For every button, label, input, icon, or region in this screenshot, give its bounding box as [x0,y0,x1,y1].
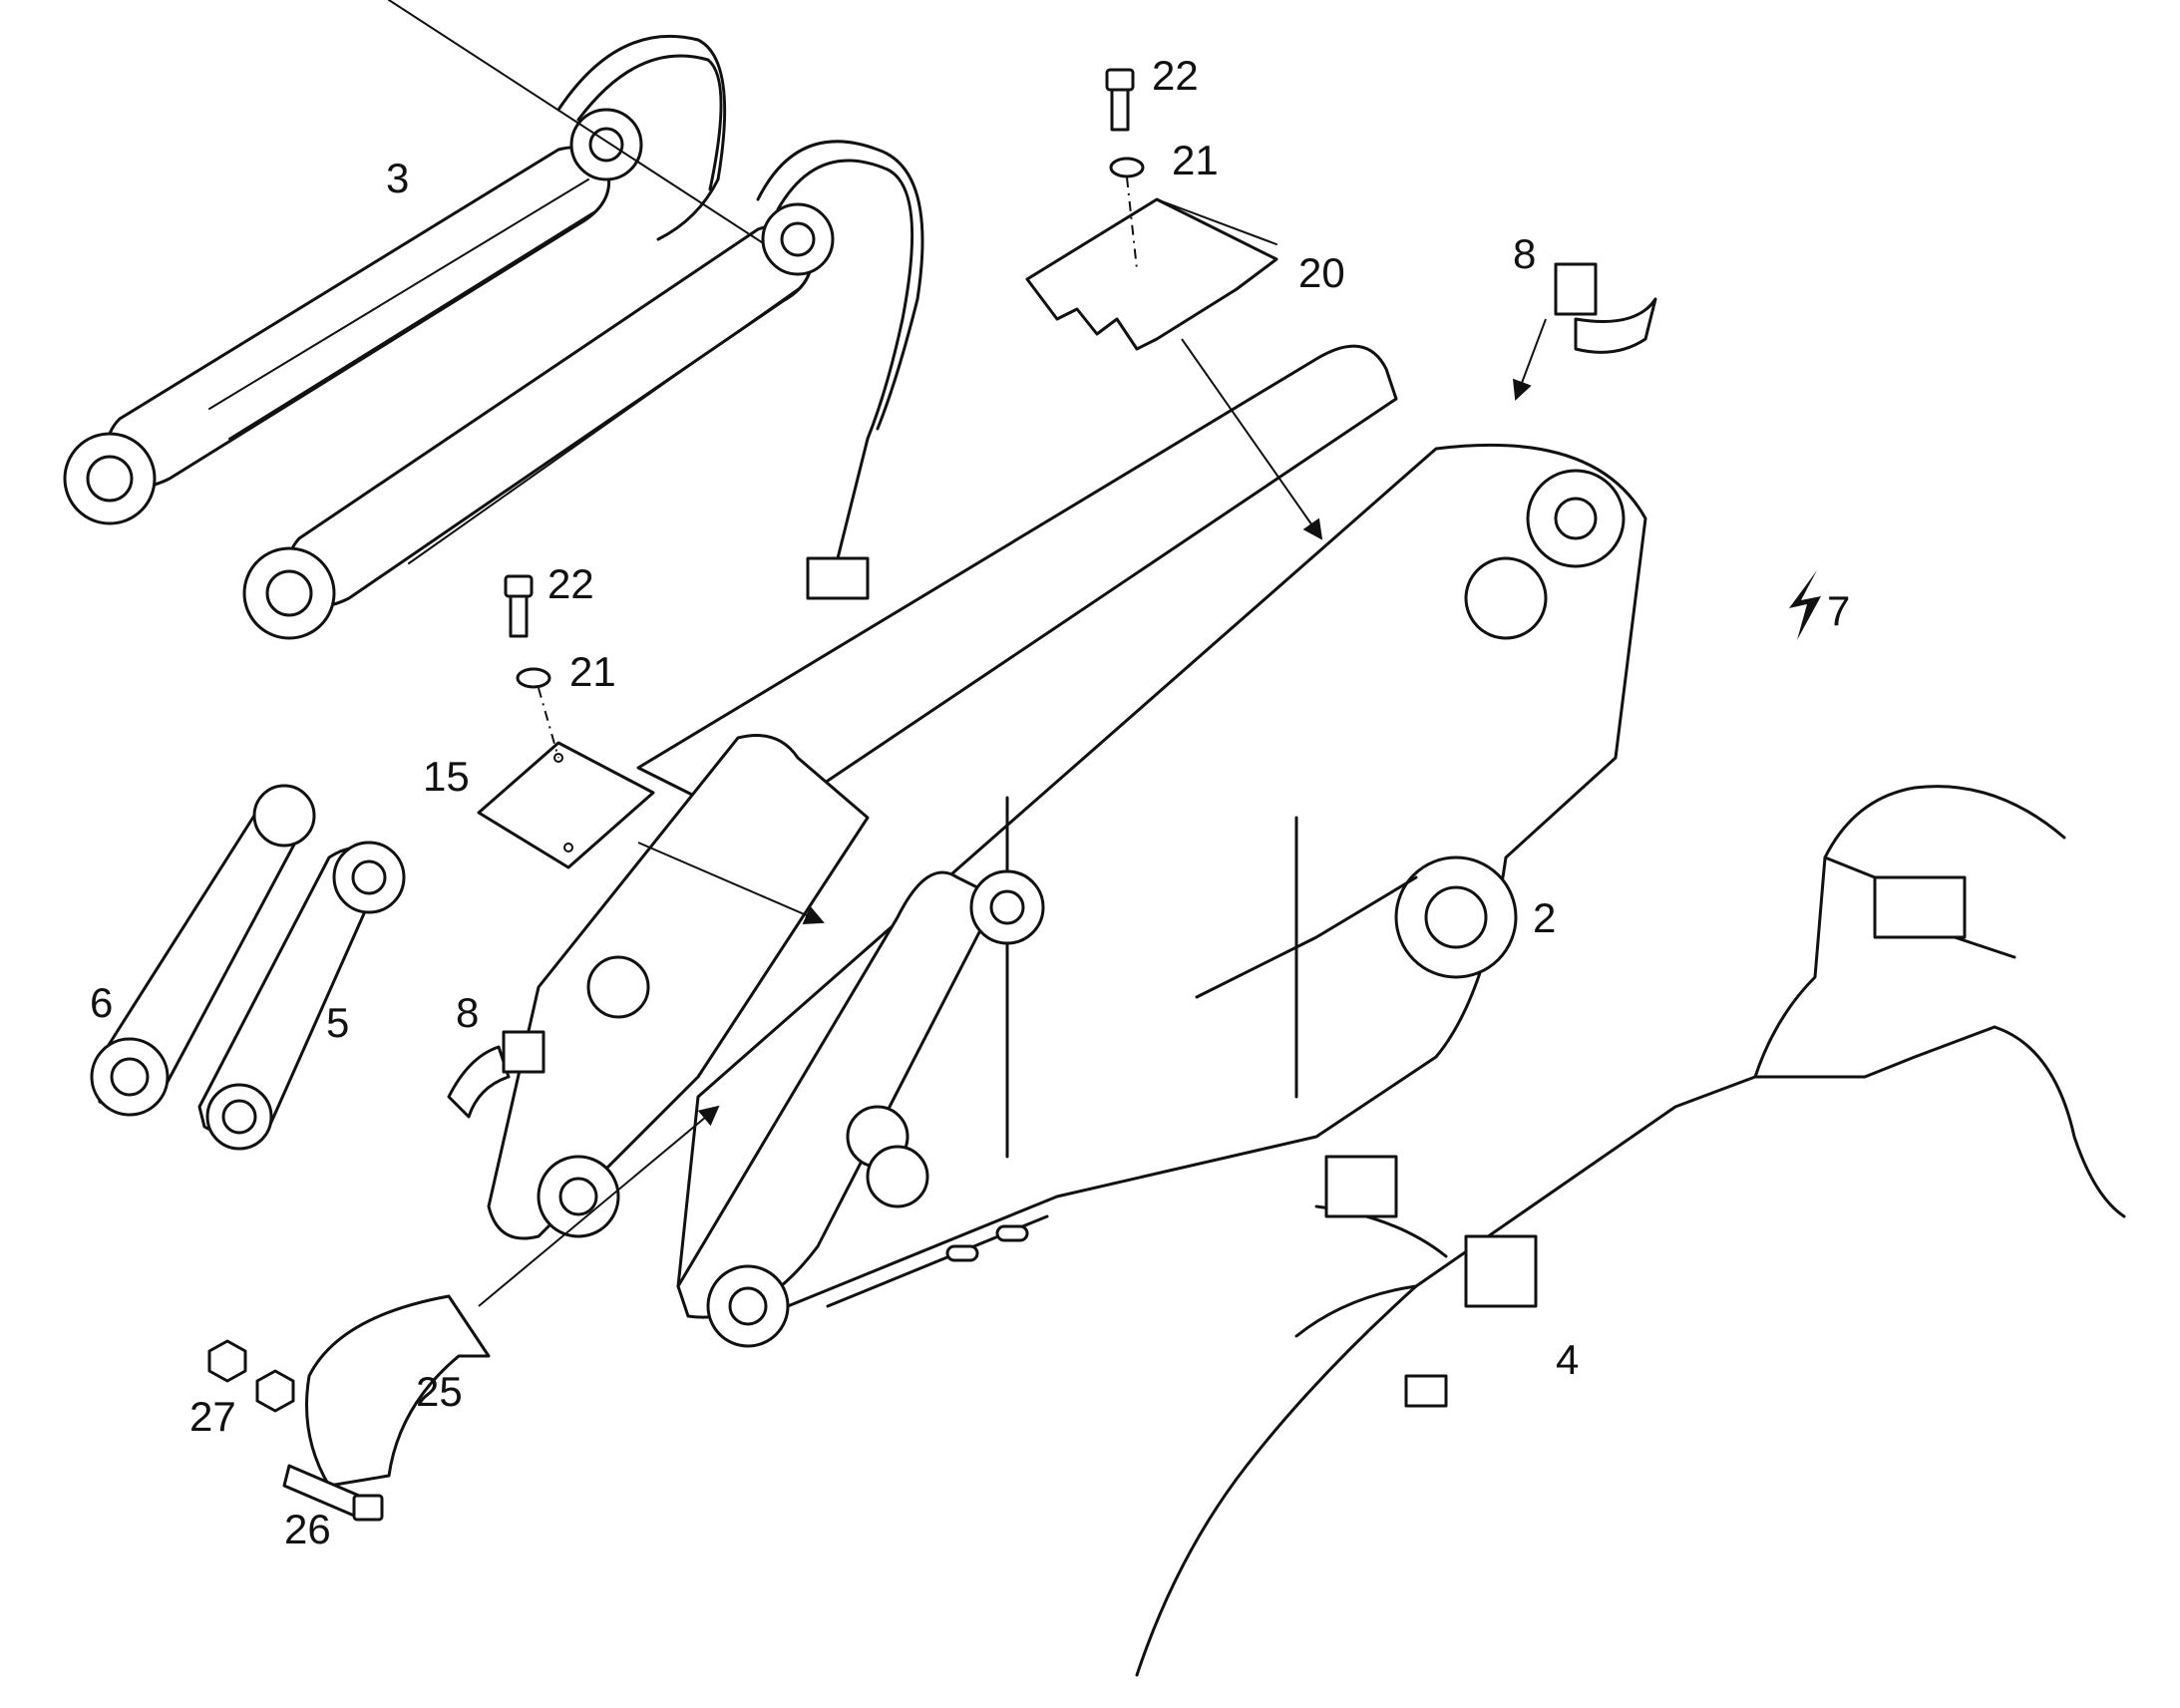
hydraulic-hoses [556,34,924,600]
callout-6: 6 [90,979,113,1026]
callout-4: 4 [1556,1336,1579,1383]
callout-26: 26 [284,1506,331,1552]
callout-7: 7 [1827,587,1850,634]
leader-arrow-15 [637,842,825,925]
loader-boom [636,344,1647,1319]
callout-15: 15 [423,753,470,800]
callout-27: 27 [189,1393,236,1440]
hydraulic-cylinder-upper [63,108,643,525]
wiring-harness-4 [1135,785,2126,1677]
bolt-22-mid [504,574,534,638]
callout-8-left: 8 [456,989,479,1036]
link-6 [90,784,316,1117]
centerline-top [1126,176,1138,270]
cover-plate-15 [477,741,655,869]
bolt-26 [282,1464,384,1522]
lightning-bolt-icon [1789,570,1821,640]
leader-arrow-20 [1181,338,1323,540]
callout-22-mid: 22 [547,560,594,607]
callout-21-top: 21 [1172,137,1219,183]
callout-21-mid: 21 [569,648,616,695]
callout-25: 25 [416,1368,463,1415]
bolt-22-top [1105,68,1135,132]
nut-27 [207,1339,247,1383]
washer-21-top [1109,157,1145,178]
callout-2: 2 [1533,894,1556,941]
leader-arrow-25 [478,1105,720,1307]
callout-3: 3 [386,155,409,201]
link-5 [197,841,406,1151]
nut-washer [255,1369,295,1413]
callout-8-top: 8 [1513,230,1536,277]
cover-plate-20 [1025,197,1278,351]
leader-arrow-8-top [1512,318,1547,401]
callout-5: 5 [326,999,349,1046]
sensor-8-left [447,1030,545,1119]
guard-plate-25 [305,1294,491,1488]
callout-22-top: 22 [1152,52,1199,99]
callout-20: 20 [1298,249,1345,296]
sensor-8-top [1554,262,1657,354]
hydraulic-cylinder-lower [242,0,835,640]
front-linkage [487,734,1045,1348]
washer-21-mid [516,667,551,689]
